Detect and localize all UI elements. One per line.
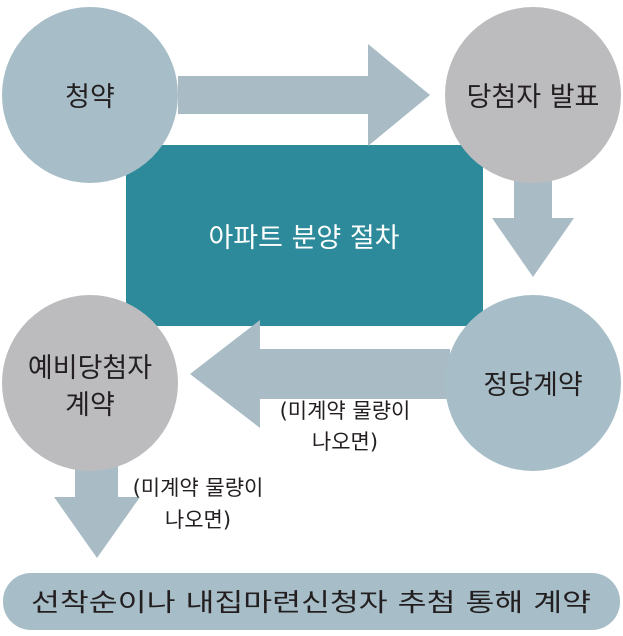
node-reserve-label-line2: 계약 xyxy=(65,390,115,421)
final-step-label: 선착순이나 내집마련신청자 추첨 통해 계약 xyxy=(31,588,591,617)
note-left-line2: 나오면) xyxy=(165,508,231,532)
node-contract-label: 정당계약 xyxy=(483,370,582,401)
center-box xyxy=(126,145,483,326)
node-reserve xyxy=(2,295,178,471)
node-contract xyxy=(445,295,621,471)
note-right-line2: 나오면) xyxy=(312,430,378,454)
node-announce xyxy=(445,7,621,183)
node-apply-label: 청약 xyxy=(65,82,115,113)
diagram-title: 아파트 분양 절차 xyxy=(208,223,399,254)
note-left-line1: (미계약 물량이 xyxy=(133,476,264,500)
arrow-contract-to-reserve xyxy=(190,320,450,428)
node-announce-label: 당첨자 발표 xyxy=(467,82,600,113)
note-right-line1: (미계약 물량이 xyxy=(280,399,411,423)
final-step-bar xyxy=(3,573,620,630)
arrow-announce-to-contract xyxy=(492,180,574,277)
arrow-apply-to-announce xyxy=(178,44,430,146)
node-apply xyxy=(2,7,178,183)
node-reserve-label-line1: 예비당첨자 xyxy=(28,353,152,384)
